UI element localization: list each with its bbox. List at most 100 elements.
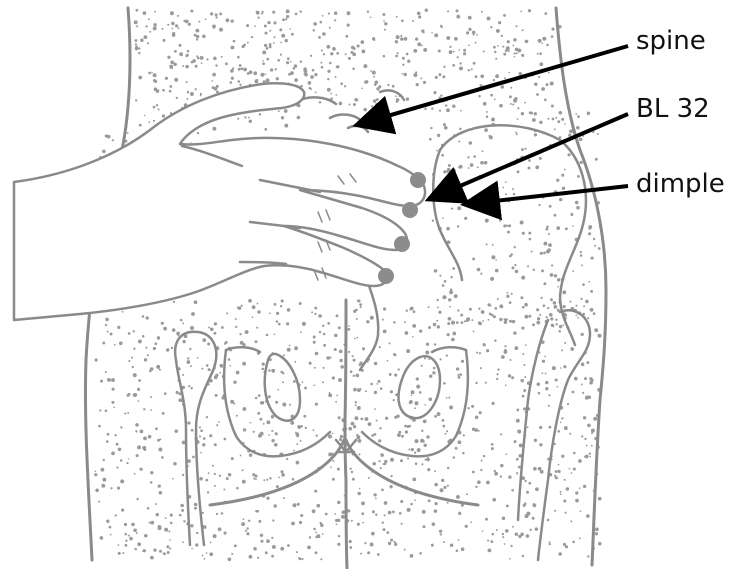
stipple-dot [412, 324, 416, 328]
stipple-dot [142, 335, 145, 338]
stipple-dot [513, 331, 516, 334]
stipple-dot [260, 401, 263, 404]
stipple-dot [294, 78, 298, 82]
stipple-dot [109, 332, 112, 335]
stipple-dot [427, 468, 430, 471]
stipple-dot [584, 456, 586, 458]
stipple-dot [269, 43, 272, 46]
stipple-dot [437, 412, 441, 416]
stipple-dot [513, 52, 515, 54]
stipple-dot [424, 357, 426, 359]
stipple-dot [238, 68, 241, 71]
stipple-dot [402, 64, 404, 66]
stipple-dot [587, 111, 591, 115]
stipple-dot [190, 92, 194, 96]
stipple-dot [293, 450, 295, 452]
stipple-dot [249, 120, 252, 123]
stipple-dot [336, 314, 339, 317]
stipple-dot [548, 426, 551, 429]
stipple-dot [143, 408, 145, 410]
stipple-dot [269, 30, 271, 32]
hand-back [14, 83, 425, 320]
stipple-dot [311, 311, 313, 313]
stipple-dot [462, 452, 464, 454]
stipple-dot [404, 549, 406, 551]
stipple-dot [158, 109, 160, 111]
stipple-dot [105, 324, 107, 326]
stipple-dot [257, 557, 259, 559]
stipple-dot [395, 95, 397, 97]
stipple-dot [320, 21, 323, 24]
stipple-dot [226, 312, 228, 314]
stipple-dot [579, 537, 581, 539]
stipple-dot [182, 322, 184, 324]
stipple-dot [299, 302, 302, 305]
stipple-dot [269, 477, 271, 479]
stipple-dot [365, 417, 369, 421]
stipple-dot [464, 217, 467, 220]
stipple-dot [295, 13, 298, 16]
stipple-dot [446, 354, 448, 356]
stipple-dot [182, 541, 184, 543]
stipple-dot [162, 89, 165, 92]
left-femur [175, 332, 216, 545]
stipple-dot [107, 433, 110, 436]
stipple-dot [278, 110, 280, 112]
stipple-dot [313, 429, 315, 431]
stipple-dot [271, 439, 274, 442]
stipple-dot [495, 269, 499, 273]
stipple-dot [95, 488, 99, 492]
stipple-dot [415, 462, 418, 465]
stipple-dot [461, 360, 464, 363]
stipple-dot [416, 377, 419, 380]
stipple-dot [349, 540, 352, 543]
stipple-dot [245, 330, 249, 334]
stipple-dot [458, 440, 462, 444]
stipple-dot [357, 439, 361, 443]
stipple-dot [512, 188, 514, 190]
stipple-dot [182, 65, 184, 67]
stipple-dot [481, 460, 483, 462]
stipple-dot [472, 31, 476, 35]
stipple-dot [415, 38, 418, 41]
stipple-dot [400, 459, 403, 462]
stipple-dot [188, 385, 190, 387]
stipple-dot [569, 468, 571, 470]
stipple-dot [439, 530, 442, 533]
stipple-dot [360, 40, 364, 44]
stipple-dot [253, 547, 257, 551]
stipple-dot [140, 430, 144, 434]
stipple-dot [191, 429, 194, 432]
stipple-dot [377, 380, 380, 383]
stipple-dot [243, 44, 246, 47]
stipple-dot [294, 346, 298, 350]
stipple-dot [548, 405, 550, 407]
stipple-dot [159, 550, 162, 553]
stipple-dot [466, 319, 469, 322]
stipple-dot [210, 12, 213, 15]
stipple-dot [137, 542, 141, 546]
stipple-dot [191, 312, 195, 316]
stipple-dot [365, 80, 369, 84]
stipple-dot [446, 397, 448, 399]
stipple-dot [543, 304, 546, 307]
stipple-dot [192, 59, 196, 63]
stipple-dot [353, 388, 357, 392]
stipple-dot [281, 473, 285, 477]
stipple-dot [266, 334, 269, 337]
stipple-dot [374, 408, 376, 410]
stipple-dot [554, 128, 556, 130]
stipple-dot [583, 305, 585, 307]
stipple-dot [186, 98, 188, 100]
stipple-dot [240, 341, 244, 345]
stipple-dot [270, 68, 273, 71]
stipple-dot [125, 533, 128, 536]
stipple-dot [512, 526, 514, 528]
stipple-dot [169, 85, 172, 88]
stipple-dot [349, 546, 352, 549]
stipple-dot [246, 527, 248, 529]
stipple-dot [357, 337, 359, 339]
stipple-dot [490, 94, 493, 97]
stipple-dot [191, 548, 193, 550]
stipple-dot [575, 314, 577, 316]
